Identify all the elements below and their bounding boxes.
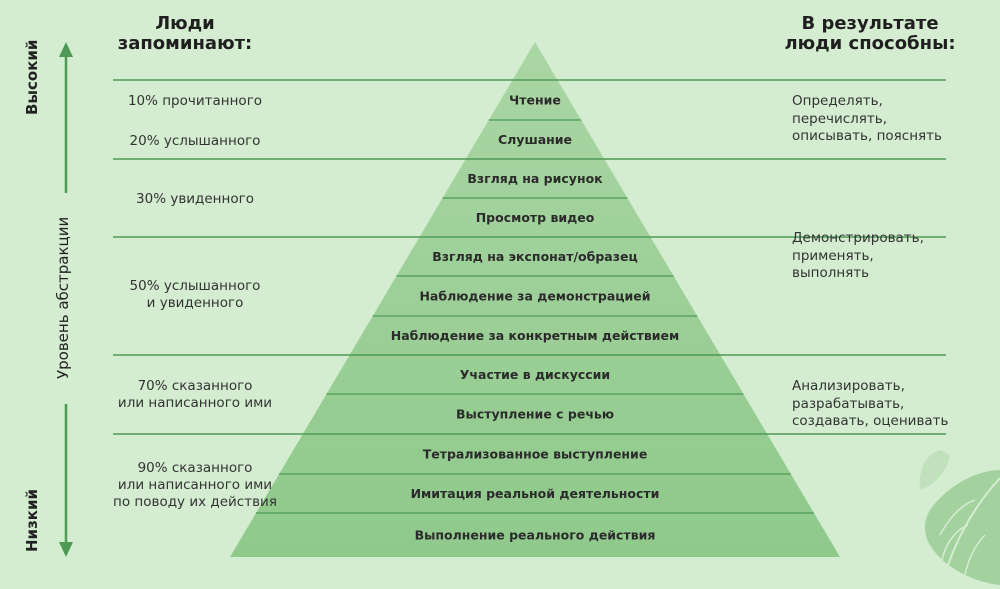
outcome-3-line2: разрабатывать, [792,395,905,412]
pyramid-level-label: Имитация реальной деятельности [411,486,660,501]
remember-50-line2: и увиденного [146,295,244,311]
outcome-group-3: Анализировать, разрабатывать, создавать,… [792,378,992,431]
outcome-2-line3: выполнять [792,265,870,281]
remember-20-line1: 20% услышанного [129,133,261,149]
remember-70-line1: 70% сказанного [137,378,253,394]
remember-90-line1: 90% сказанного [137,460,253,476]
leaf-icon [919,450,1000,585]
header-right-line2: люди способны: [784,33,956,54]
outcome-group-1: Определять, перечислять, описывать, пояс… [792,93,992,146]
remember-90-line2: или написанного ими [117,477,273,493]
outcome-group-2: Демонстрировать, применять, выполнять [792,230,992,283]
header-right-line1: В результате [801,13,939,34]
header-people-able: В результате люди способны: [770,14,970,54]
remember-20: 20% услышанного [85,133,305,150]
pyramid-level-label: Просмотр видео [476,210,595,225]
pyramid-level-label: Участие в дискуссии [460,367,610,382]
outcome-3-line3: создавать, оценивать [792,413,949,429]
remember-70: 70% сказанного или написанного ими [85,378,305,412]
pyramid-level-label: Наблюдение за конкретным действием [391,328,680,343]
remember-50-line1: 50% услышанного [129,278,261,294]
header-people-remember: Люди запоминают: [95,14,275,54]
remember-70-line2: или написанного ими [117,395,273,411]
pyramid-level-label: Слушание [498,132,572,147]
outcome-1-line2: перечислять, [792,110,888,127]
remember-10: 10% прочитанного [85,93,305,110]
outcome-2-line1: Демонстрировать, [792,230,924,246]
remember-90: 90% сказанного или написанного ими по по… [85,460,305,511]
pyramid-level-label: Выступление с речью [456,407,614,422]
outcome-1-line3: описывать, пояснять [792,128,942,144]
arrow-up-icon [59,42,73,57]
header-left-line1: Люди [155,13,215,34]
pyramid-level-label: Чтение [509,93,561,108]
remember-30: 30% увиденного [85,191,305,208]
pyramid-level-label: Взгляд на рисунок [467,171,603,186]
remember-30-line1: 30% увиденного [136,191,254,207]
outcome-1-line1: Определять, [792,93,883,109]
pyramid-level-label: Выполнение реального действия [415,528,656,543]
remember-50: 50% услышанного и увиденного [85,278,305,312]
outcome-2-line2: применять, [792,247,874,264]
remember-10-line1: 10% прочитанного [127,93,263,109]
outcome-3-line1: Анализировать, [792,378,905,394]
pyramid-level-label: Взгляд на экспонат/образец [432,249,638,264]
header-left-line2: запоминают: [117,33,253,54]
axis-arrow [59,42,73,557]
remember-90-line3: по поводу их действия [113,494,277,510]
pyramid-level-label: Тетрализованное выступление [423,447,648,462]
arrow-down-icon [59,542,73,557]
pyramid-level-label: Наблюдение за демонстрацией [419,289,650,304]
pyramid-shape [230,42,840,557]
